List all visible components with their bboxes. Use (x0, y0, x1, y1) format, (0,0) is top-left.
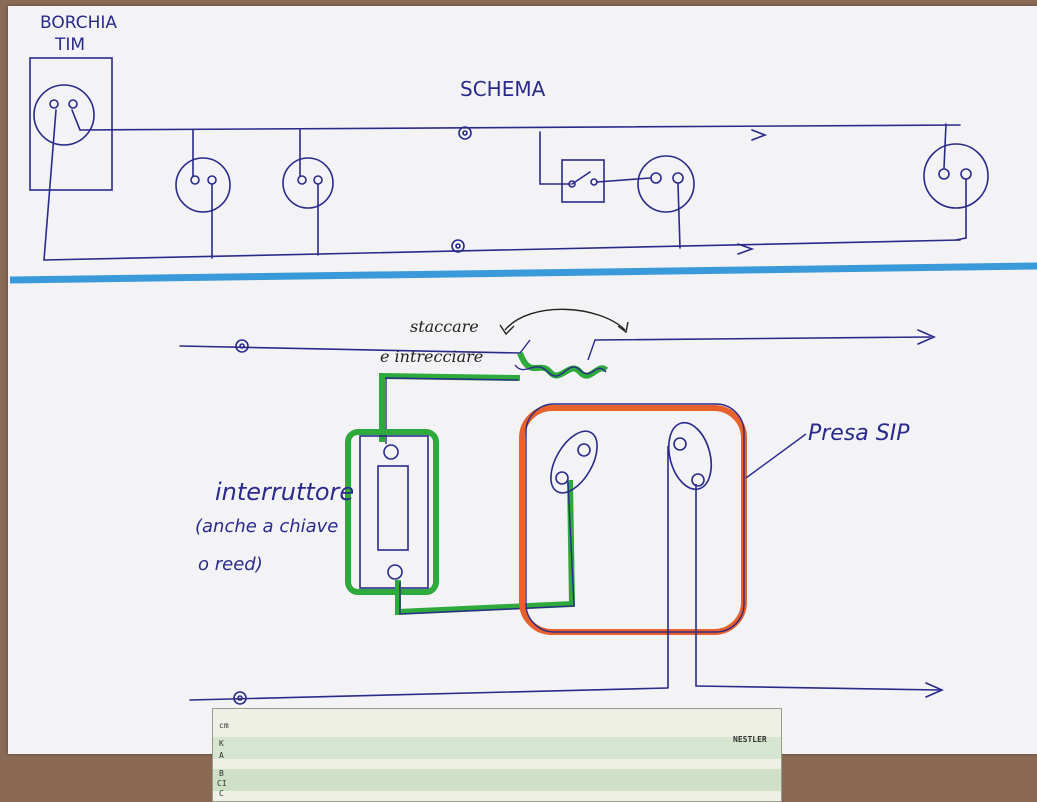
tim-socket-circle (33, 84, 95, 146)
junction-dot (451, 239, 465, 253)
arrow-icon (751, 129, 768, 141)
note-arrow (504, 308, 626, 331)
switch-label: interruttore (215, 478, 354, 506)
ruler-band (213, 769, 781, 791)
switched-socket (637, 155, 695, 213)
socket-terminal-plate (550, 430, 598, 494)
slide-rule: cm K A B CI C NESTLER (212, 708, 782, 802)
ruler-row-c: C (219, 789, 224, 798)
tim-socket-box (29, 57, 113, 191)
diagram-title: SCHEMA (460, 77, 546, 101)
switch-box (561, 159, 605, 203)
socket-terminal-plate (667, 421, 713, 491)
switch-rocker (377, 465, 409, 551)
screw-terminal (383, 444, 399, 460)
ruler-row-ci: CI (217, 779, 227, 788)
bottom-bus-line (43, 239, 961, 261)
screw-terminal (387, 564, 403, 580)
section-divider (9, 262, 1037, 284)
ruler-band (213, 737, 781, 759)
extension-socket (175, 157, 231, 213)
switch-highlight (345, 429, 439, 595)
input-line-bottom (189, 687, 669, 701)
socket-label: Presa SIP (808, 421, 910, 446)
paper-sheet (8, 6, 1037, 754)
output-line-bottom (695, 685, 941, 691)
tim-socket-pin (68, 99, 78, 109)
ruler-row-a: A (219, 751, 224, 760)
ruler-brand: NESTLER (733, 735, 767, 744)
ruler-row-b: B (219, 769, 224, 778)
ruler-row-k: K (219, 739, 224, 748)
junction-dot (458, 126, 472, 140)
switch-note-line2: o reed) (198, 554, 263, 575)
switch-note-line1: (anche a chiave (195, 516, 338, 537)
green-wire (379, 372, 521, 442)
output-line-top (594, 336, 931, 341)
socket-label-line2: TIM (54, 35, 85, 55)
socket-label-line1: BORCHIA (40, 13, 117, 33)
arrow-icon (737, 243, 755, 255)
extension-socket (282, 157, 334, 209)
tim-socket-pin (49, 99, 59, 109)
socket-highlight (519, 405, 747, 635)
note-line2: e intrecciare (380, 347, 483, 366)
end-socket (923, 143, 989, 209)
ruler-cm-label: cm (219, 721, 229, 730)
switch-body (359, 435, 429, 589)
note-line1: staccare (410, 317, 479, 336)
top-bus-line (79, 124, 961, 131)
